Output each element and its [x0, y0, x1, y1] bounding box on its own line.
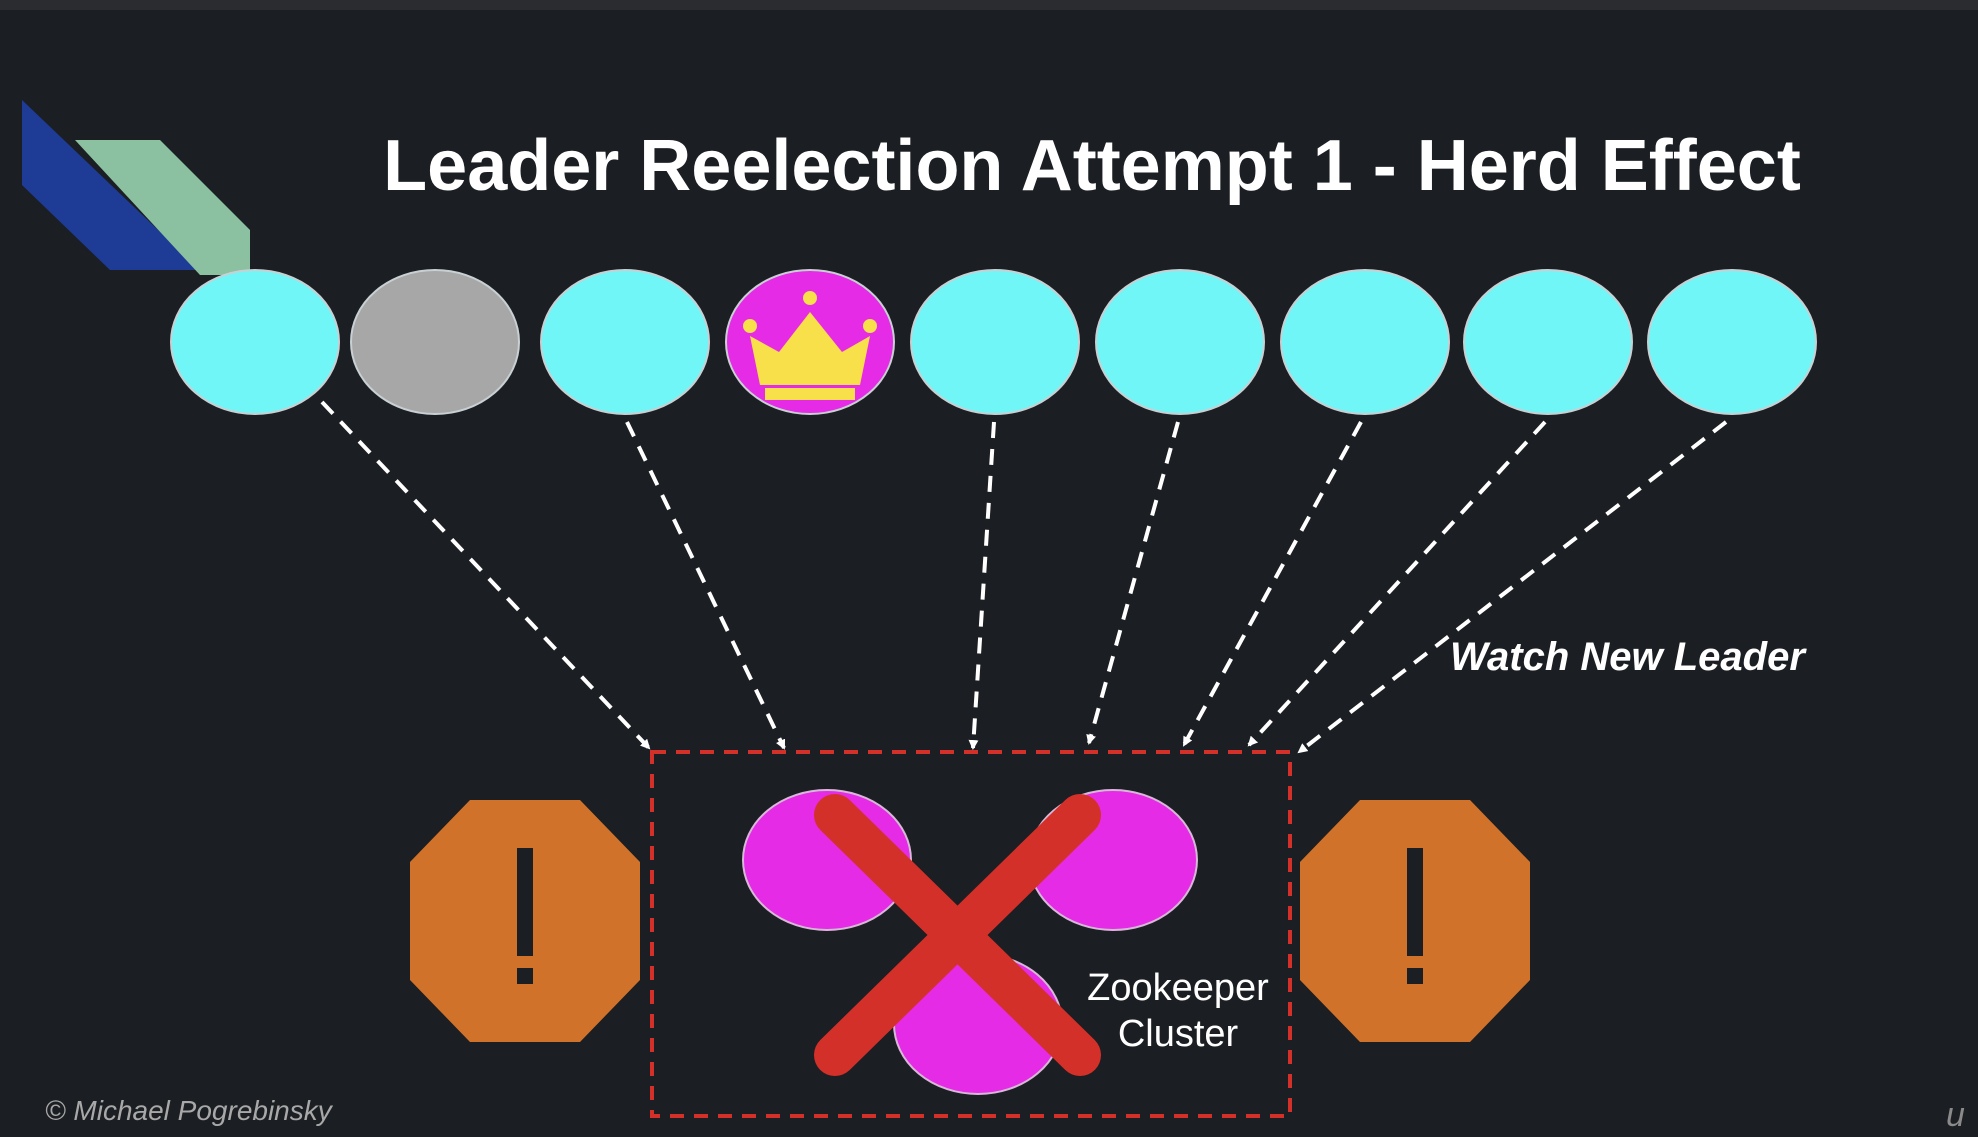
- watch-arrow-5: [968, 421, 996, 750]
- node-7: [1280, 269, 1450, 415]
- watch-arrow-7: [1182, 421, 1363, 747]
- watermark-logo: u: [1946, 1096, 1965, 1132]
- slide: Leader Reelection Attempt 1 - Herd Effec…: [0, 10, 1978, 1134]
- zookeeper-cluster-label-line1: Zookeeper: [1087, 967, 1269, 1009]
- herd-effect-diagram: Leader Reelection Attempt 1 - Herd Effec…: [22, 100, 1965, 1134]
- watch-arrow-8: [1247, 420, 1547, 747]
- node-1: [170, 269, 340, 415]
- node-6: [1095, 269, 1265, 415]
- node-3: [540, 269, 710, 415]
- logo-icon: [22, 100, 250, 275]
- watch-arrow-9: [1297, 420, 1728, 754]
- node-4: [725, 269, 895, 415]
- zookeeper-cluster-label-line2: Cluster: [1118, 1013, 1239, 1055]
- credit-text: © Michael Pogrebinsky: [45, 1095, 334, 1126]
- nodes-row: [170, 269, 1817, 415]
- exclamation-warning-icon: [1300, 800, 1530, 1042]
- watch-new-leader-label: Watch New Leader: [1450, 635, 1807, 679]
- watch-arrow-3: [625, 421, 786, 750]
- zookeeper-cluster-box: [650, 750, 1292, 1118]
- node-2: [350, 269, 520, 415]
- node-9: [1647, 269, 1817, 415]
- node-8: [1463, 269, 1633, 415]
- top-bar: [0, 0, 1978, 10]
- cross-icon: [814, 794, 1101, 1076]
- watch-arrow-6: [1086, 421, 1180, 745]
- node-5: [910, 269, 1080, 415]
- watch-arrows: [320, 400, 1728, 754]
- slide-title: Leader Reelection Attempt 1 - Herd Effec…: [383, 126, 1801, 206]
- watch-arrow-1: [320, 400, 651, 750]
- exclamation-warning-icon: [410, 800, 640, 1042]
- crown-icon: [743, 291, 877, 400]
